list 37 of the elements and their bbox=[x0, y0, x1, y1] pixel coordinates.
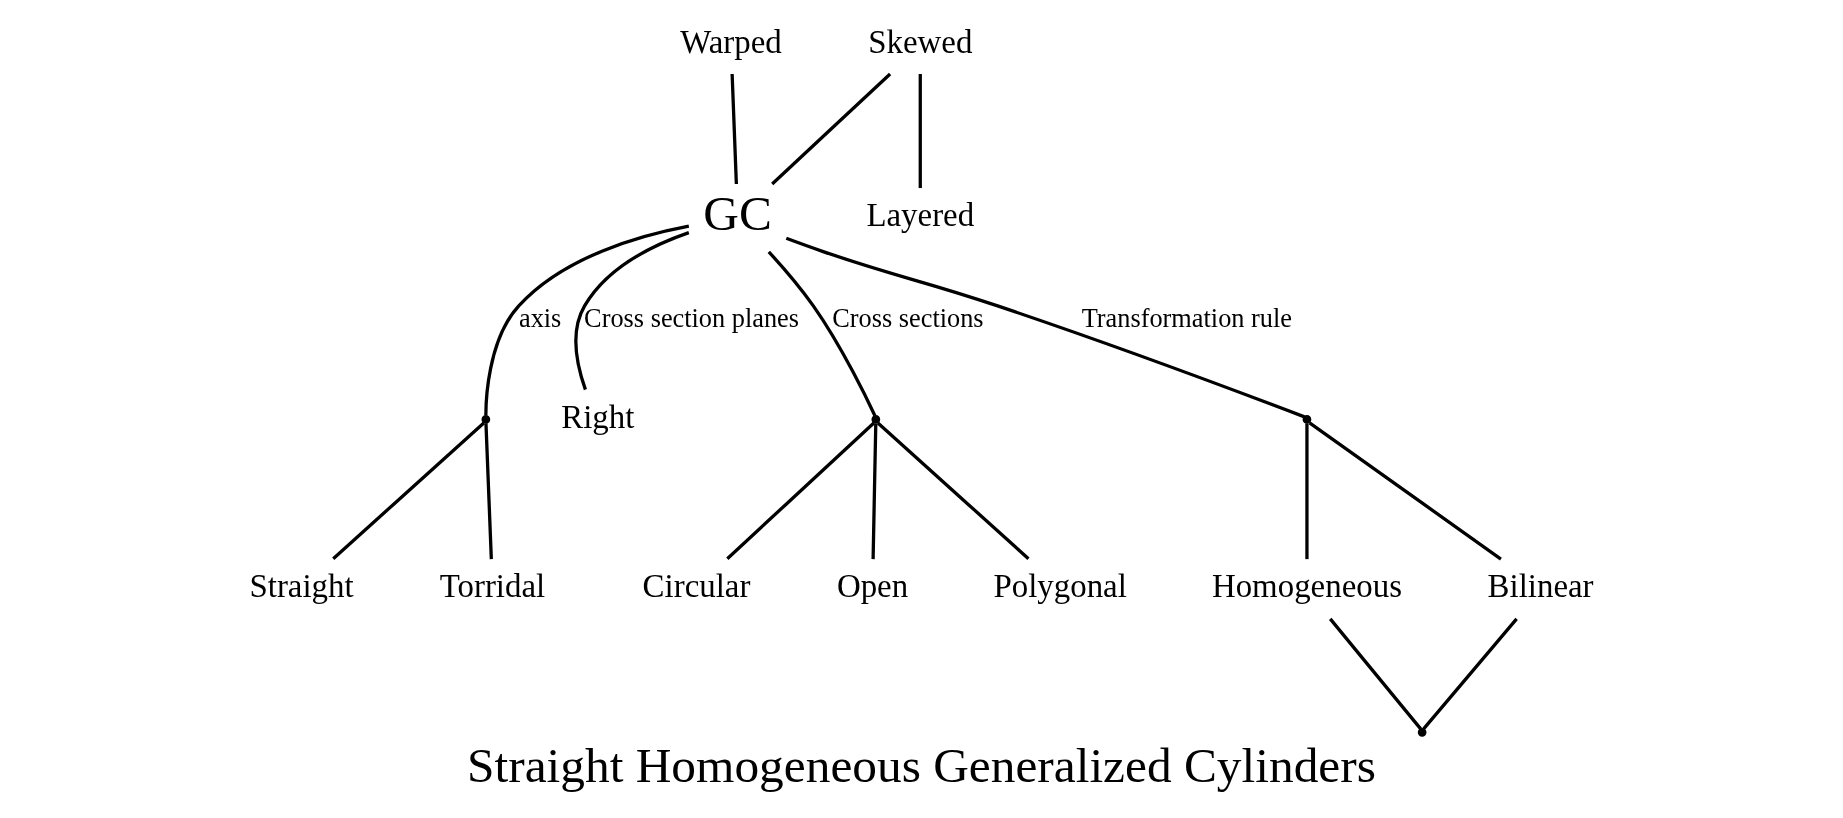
connector bbox=[771, 72, 892, 186]
connector bbox=[1305, 423, 1309, 560]
connector bbox=[1422, 617, 1518, 730]
node-text: Skewed bbox=[868, 23, 973, 60]
node-text: GC bbox=[703, 186, 772, 242]
node-text: Circular bbox=[642, 568, 751, 605]
node-text: Straight bbox=[249, 568, 354, 605]
connector bbox=[767, 250, 877, 417]
edge-label: Cross sections bbox=[832, 303, 984, 333]
node-text: Warped bbox=[680, 23, 782, 60]
node-text: Polygonal bbox=[993, 568, 1127, 605]
caption: Straight Homogeneous Generalized Cylinders bbox=[467, 737, 1376, 793]
connector bbox=[484, 423, 493, 560]
connector bbox=[1329, 617, 1422, 730]
connector bbox=[332, 421, 485, 560]
node-text: Torridal bbox=[439, 568, 546, 605]
node-point bbox=[481, 415, 491, 424]
connector bbox=[871, 423, 878, 560]
connector bbox=[1308, 421, 1502, 561]
node-point bbox=[1302, 415, 1312, 424]
edge-label: Transformation rule bbox=[1081, 303, 1292, 333]
connector bbox=[730, 73, 738, 185]
connector bbox=[785, 236, 1306, 419]
connector bbox=[876, 421, 1030, 560]
node-point bbox=[1417, 727, 1427, 737]
connector bbox=[574, 231, 690, 391]
node-text: Layered bbox=[866, 197, 975, 234]
connector bbox=[726, 421, 875, 560]
node-text: Right bbox=[561, 398, 635, 435]
node-text: Open bbox=[836, 568, 909, 605]
node-text: Bilinear bbox=[1487, 568, 1594, 605]
edge-label: Cross section planes bbox=[584, 303, 799, 333]
edge-label: axis bbox=[518, 303, 562, 333]
connector bbox=[484, 224, 690, 416]
node-text: Homogeneous bbox=[1211, 568, 1402, 605]
connector bbox=[918, 74, 922, 189]
node-point bbox=[871, 415, 881, 424]
